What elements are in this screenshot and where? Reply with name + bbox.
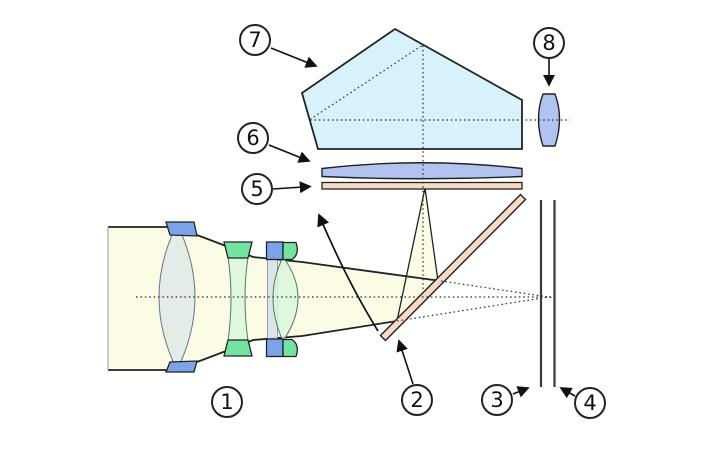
upper-converging-ray [440, 280, 553, 299]
arrow-to-shutter [512, 386, 530, 398]
label-pentaprism: 7 [239, 24, 271, 56]
prism-diagonal-path [309, 44, 423, 121]
arrow-to-condenser [268, 144, 311, 163]
middle-element-glass [227, 256, 249, 342]
pentaprism [300, 27, 523, 150]
arrow-to-screen [272, 181, 312, 194]
front-mount-top [165, 221, 198, 237]
rear-mount-green-top [282, 241, 298, 261]
rear-mount-blue-bottom [265, 338, 284, 358]
arrow-to-pentaprism [270, 47, 318, 68]
optical-path-dotted-lines [136, 44, 570, 322]
front-mount-bottom [165, 360, 198, 373]
rear-mount-green-bottom [282, 338, 298, 358]
label-condenser-lens: 6 [237, 122, 269, 154]
focusing-screen [321, 181, 523, 190]
label-mirror: 2 [401, 384, 433, 416]
arrow-to-mirror [396, 339, 414, 385]
rear-mount-blue-top [265, 241, 284, 261]
label-shutter: 3 [481, 384, 513, 416]
middle-mount-top [223, 241, 253, 259]
label-lens-assembly: 1 [211, 386, 243, 418]
middle-mount-bottom [223, 339, 253, 357]
label-arrows [268, 47, 576, 399]
reflex-mirror [379, 193, 527, 342]
arrow-to-film [559, 387, 576, 399]
label-focusing-screen: 5 [241, 173, 273, 205]
label-film-plane: 4 [574, 387, 606, 419]
label-eyepiece: 8 [533, 27, 565, 59]
condenser-lens [321, 162, 523, 180]
mirror-flip-arrow [317, 213, 379, 332]
